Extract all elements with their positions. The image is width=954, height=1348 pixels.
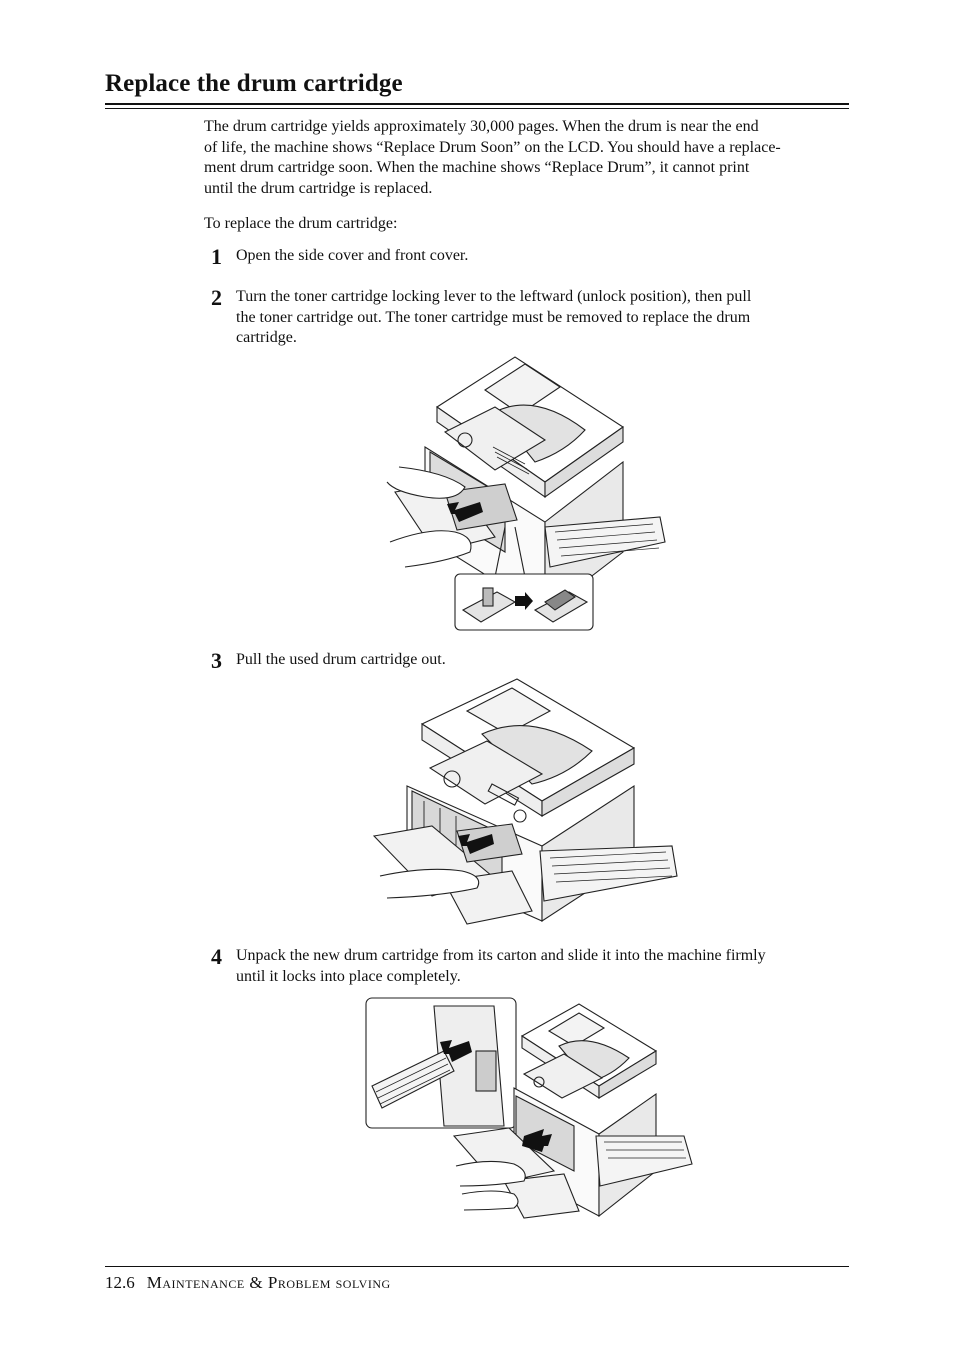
- section-name: Maintenance & Problem solving: [146, 1273, 391, 1292]
- step-line: Unpack the new drum cartridge from its c…: [236, 947, 766, 964]
- page-title: Replace the drum cartridge: [105, 70, 403, 97]
- printer-illustration: [386, 356, 666, 631]
- step-text: Unpack the new drum cartridge from its c…: [236, 946, 836, 987]
- title-rule-thick: [105, 103, 849, 105]
- title-rule-thin: [105, 108, 849, 109]
- step-line: until it locks into place completely.: [236, 967, 461, 985]
- intro-line: ment drum cartridge soon. When the machi…: [204, 159, 750, 176]
- page-number: 12.6: [105, 1273, 135, 1292]
- printer-illustration: [372, 678, 678, 925]
- step-line: Turn the toner cartridge locking lever t…: [236, 288, 752, 305]
- step-number: 1: [211, 244, 222, 269]
- step-text: Pull the used drum cartridge out.: [236, 650, 836, 671]
- step-line: cartridge.: [236, 329, 297, 346]
- intro-line: until the drum cartridge is replaced.: [204, 179, 433, 197]
- step-text: Turn the toner cartridge locking lever t…: [236, 287, 836, 349]
- footer-rule: [105, 1266, 849, 1267]
- page-footer: 12.6 Maintenance & Problem solving: [105, 1273, 391, 1293]
- figure-remove-drum: [372, 676, 688, 932]
- figure-insert-drum: [364, 996, 696, 1222]
- intro-line: The drum cartridge yields approximately …: [204, 118, 759, 135]
- step-number: 2: [211, 285, 222, 310]
- step-line: Pull the used drum cartridge out.: [236, 651, 446, 668]
- step-line: Open the side cover and front cover.: [236, 247, 469, 264]
- figure-remove-toner: [385, 352, 675, 634]
- step-line: the toner cartridge out. The toner cartr…: [236, 308, 751, 326]
- step-number: 4: [211, 944, 222, 969]
- printer-illustration: [365, 997, 693, 1219]
- step-number: 3: [211, 648, 222, 673]
- step-text: Open the side cover and front cover.: [236, 246, 836, 267]
- intro-paragraph: The drum cartridge yields approximately …: [204, 117, 844, 199]
- lead-in-text: To replace the drum cartridge:: [204, 215, 398, 232]
- intro-line: of life, the machine shows “Replace Drum…: [204, 138, 781, 156]
